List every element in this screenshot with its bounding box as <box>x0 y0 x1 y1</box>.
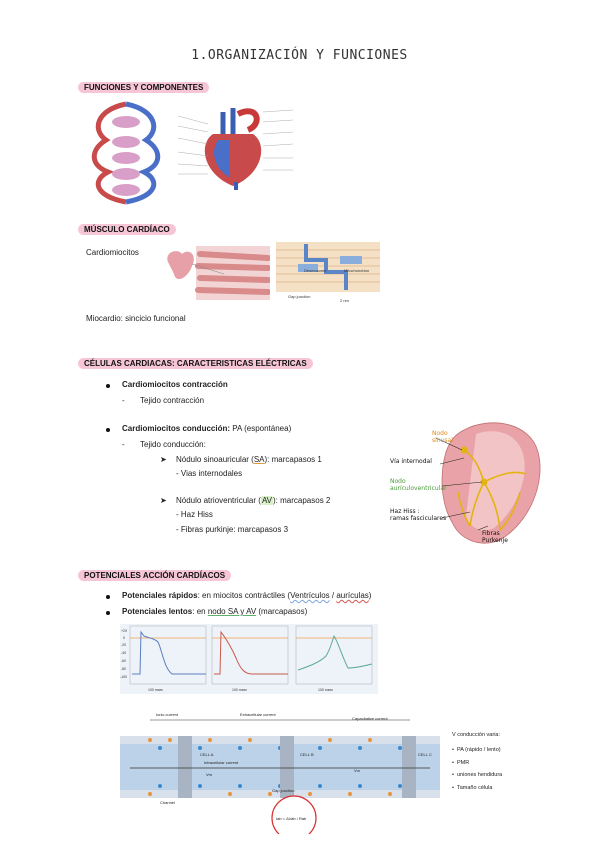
sa-line: Nódulo sinoauricular (SA): marcapasos 1 <box>176 455 322 464</box>
ytick: -40 <box>121 651 126 655</box>
av-abbr: AV <box>260 496 274 505</box>
note-item: • PMR <box>452 759 470 766</box>
nodo-av-label: Nodo aurículoventricular <box>390 478 447 492</box>
b1-sub: Tejido contracción <box>140 396 205 405</box>
bullet <box>106 384 110 388</box>
p2-line: Potenciales lentos: en nodo SA y AV (mar… <box>122 607 307 616</box>
intercalated-disc-image <box>276 242 380 292</box>
channel-label: Channel <box>160 800 175 805</box>
heart-anatomy-diagram <box>178 104 293 190</box>
extracellular-current-label: Extracellular current <box>240 712 276 717</box>
ytick: -60 <box>121 659 126 663</box>
note-item: • Tamaño célula <box>452 784 493 791</box>
section-heading-musculo: MÚSCULO CARDÍACO <box>78 224 176 235</box>
note-item: • PA (rápido / lento) <box>452 747 501 753</box>
ytick: 0 <box>123 636 125 640</box>
cell-a-label: CELL A <box>200 752 214 757</box>
action-potential-graphs: +20 0 -20 -40 -60 -80 -100 100 msec 100 … <box>120 624 378 694</box>
av-line: Nódulo atrioventricular (AV): marcapasos… <box>176 496 330 505</box>
p2-pre: : en <box>192 607 208 616</box>
gap-junction-label: Gap junction <box>288 294 311 299</box>
cell-b-label: CELL B <box>300 752 314 757</box>
av-sub2: - Fibras purkinje: marcapasos 3 <box>176 525 289 534</box>
sa-post: ): marcapasos 1 <box>264 455 322 464</box>
note-text: Tamaño célula <box>456 784 493 791</box>
via-internodal-label: Vía internodal <box>390 458 432 465</box>
b2-dash: - <box>122 440 125 449</box>
p1-pre: : en miocitos contráctiles ( <box>197 591 291 600</box>
b2-sub: Tejido conducción: <box>140 440 206 449</box>
msec-label: 100 msec <box>232 688 247 692</box>
b2-bold: Cardiomiocitos conducción: <box>122 424 231 433</box>
circulation-diagram <box>91 101 161 205</box>
msec-label: 100 msec <box>148 688 163 692</box>
cardiac-muscle-image <box>167 246 270 300</box>
sa-pre: Nódulo sinoauricular ( <box>176 455 254 464</box>
p1-line: Potenciales rápidos: en miocitos contrác… <box>122 591 371 600</box>
ytick: +20 <box>121 629 127 633</box>
p1-sep: / <box>329 591 337 600</box>
b2-rest: PA (espontánea) <box>230 424 292 433</box>
section-heading-celulas: CÉLULAS CARDIACAS: CARACTERISTICAS ELÉCT… <box>78 358 313 369</box>
capacitative-current-label: Capacitative current <box>352 716 388 721</box>
scale-label: 2 nm <box>340 298 349 303</box>
p1-post: ) <box>368 591 372 600</box>
nodo-sinusal-label: Nodo sinusal <box>432 430 453 444</box>
haz-hiss-label: Haz Hiss : ramas fasciculares <box>390 508 447 522</box>
av-pre: Nódulo atrioventricular ( <box>176 496 261 505</box>
arrow-icon: ➤ <box>160 455 167 464</box>
ionic-current-label: Ionic current <box>156 712 179 717</box>
p2-nodo: nodo SA y AV <box>207 607 257 616</box>
mitochondrion-label: Mitochondrion <box>344 268 370 273</box>
gap-junction-label: Gap junction <box>272 788 294 793</box>
section-heading-potenciales: POTENCIALES ACCIÓN CARDÍACOS <box>78 570 232 581</box>
b2-line: Cardiomiocitos conducción: PA (espontáne… <box>122 424 291 433</box>
b1-bold: Cardiomiocitos contracción <box>122 380 228 389</box>
cell-c-label: CELL C <box>418 752 432 757</box>
cardiomiocitos-label: Cardiomiocitos <box>86 248 139 257</box>
p1-aur: aurículas <box>336 591 369 600</box>
sa-abbr: SA <box>253 455 265 464</box>
bullet <box>106 428 110 432</box>
miocardio-text: Miocardio: sincicio funcional <box>86 314 186 323</box>
p1-vent: Ventrículos <box>290 591 330 600</box>
page-title: 1.ORGANIZACIÓN Y FUNCIONES <box>191 48 408 63</box>
notes-list: • PA (rápido / lento) • PMR • uniones he… <box>452 744 502 794</box>
heart-conduction-diagram <box>435 422 541 544</box>
msec-label: 100 msec <box>318 688 333 692</box>
b1-dash: - <box>122 396 125 405</box>
p1-bold: Potenciales rápidos <box>122 591 198 600</box>
note-text: uniones hendidura <box>456 772 503 778</box>
cell-conduction-diagram: Ionic current Extracellular current Capa… <box>120 712 440 834</box>
intracellular-current-label: Intracellular current <box>204 760 239 765</box>
sa-sub: - Vias internodales <box>176 469 243 478</box>
vm-label: Vm <box>206 772 213 777</box>
p2-post: (marcapasos) <box>256 607 308 616</box>
p2-bold: Potenciales lentos <box>122 607 193 616</box>
bullet <box>106 595 110 599</box>
desmosome-label: Desmosome <box>304 268 327 273</box>
av-sub1: - Haz Hiss <box>176 510 213 519</box>
av-post: ): marcapasos 2 <box>273 496 331 505</box>
bullet <box>106 611 110 615</box>
ytick: -20 <box>121 643 126 647</box>
fibras-purkinje-label: Fibras Purkenje <box>482 530 508 544</box>
note-text: PA (rápido / lento) <box>456 747 501 753</box>
note-item: • uniones hendidura <box>452 772 503 778</box>
ytick: -100 <box>120 675 127 679</box>
ytick: -80 <box>121 667 126 671</box>
formula-label: Iab = ΔVab / Rab <box>276 816 307 821</box>
note-text: PMR <box>456 759 470 766</box>
section-heading-funciones: FUNCIONES Y COMPONENTES <box>78 82 210 93</box>
notes-title: V conducción varia: <box>452 732 500 738</box>
vm-label: Vm <box>354 768 361 773</box>
arrow-icon: ➤ <box>160 496 167 505</box>
